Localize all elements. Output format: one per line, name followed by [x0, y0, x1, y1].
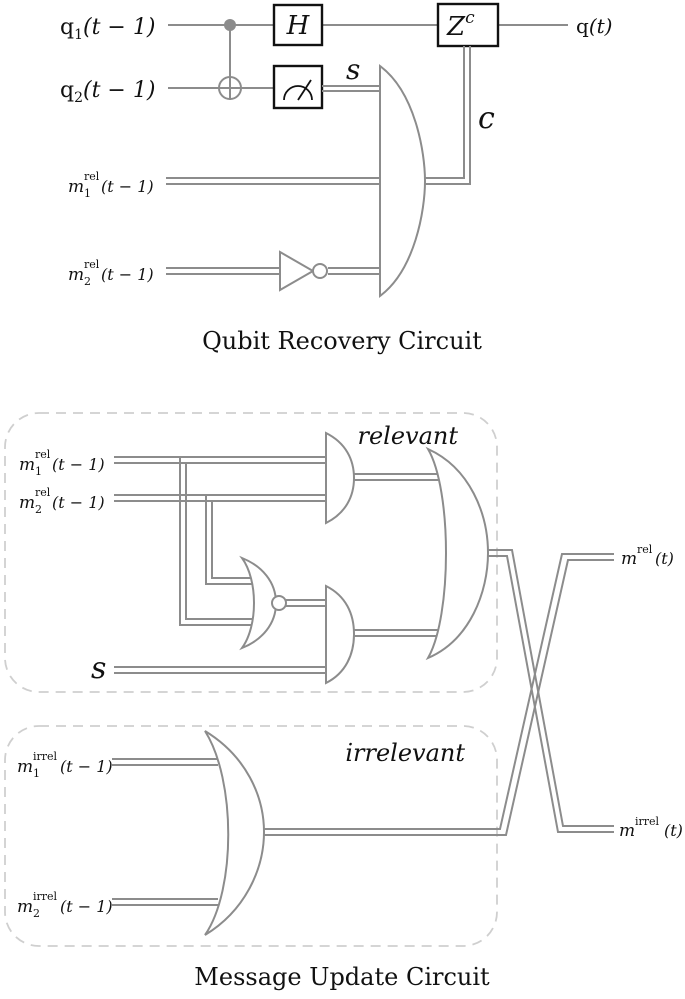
- c-wire-b: [425, 46, 471, 185]
- meter-needle-icon: [297, 79, 312, 101]
- m1rel-sup: rel: [35, 448, 51, 461]
- cnot-target: [218, 76, 242, 100]
- and-gate-bottom: [325, 584, 356, 685]
- m1irrel-base: m: [17, 757, 33, 777]
- m2irrel-base: m: [17, 897, 33, 917]
- m2irrel-input-label: m irrel 2 (t − 1): [17, 890, 113, 920]
- m1rel-sub: 1: [35, 465, 42, 478]
- m1-arg: (t − 1): [101, 177, 154, 196]
- mrel-sup: rel: [637, 543, 653, 556]
- hadamard-gate: [272, 3, 324, 47]
- m1irrel-sup: irrel: [33, 750, 58, 763]
- qubit-recovery-circuit: H Zc s c q1(t − 1) q2(t − 1) m: [60, 2, 612, 355]
- m2rel-sub: 2: [35, 503, 42, 516]
- qubit-recovery-caption: Qubit Recovery Circuit: [202, 327, 482, 355]
- m1rel-branch-b: [185, 463, 252, 620]
- m1rel-branch-a: [179, 457, 252, 626]
- m2irrel-arg: (t − 1): [60, 897, 113, 916]
- m2-sup: rel: [84, 258, 100, 271]
- q2-input-label: q2(t − 1): [60, 78, 155, 106]
- measurement-gate: [272, 64, 324, 110]
- m1-input-label: m rel 1 (t − 1): [68, 170, 154, 200]
- nor-gate: [239, 555, 278, 651]
- mrel-output-label: m rel (t): [621, 543, 674, 569]
- m2-base: m: [68, 265, 84, 285]
- z-gate-label: Zc: [446, 8, 475, 42]
- m1-sub: 1: [84, 187, 91, 200]
- m2rel-arg: (t − 1): [52, 493, 105, 512]
- irrel-to-rel-out-a: [264, 553, 614, 830]
- m2rel-branch-a: [205, 495, 252, 585]
- c-label: c: [478, 101, 495, 136]
- m1rel-base: m: [19, 455, 35, 475]
- s-input-label: s: [91, 651, 106, 686]
- meter-icon: [283, 85, 313, 101]
- m2irrel-sub: 2: [33, 907, 40, 920]
- mrel-base: m: [621, 549, 637, 569]
- relevant-group-box: [4, 412, 498, 693]
- mirrel-base: m: [619, 821, 635, 841]
- m1rel-input-label: m rel 1 (t − 1): [19, 448, 105, 478]
- m2rel-base: m: [19, 493, 35, 513]
- q-output-label: q(t): [576, 14, 612, 38]
- or-gate-irrelevant: [204, 730, 266, 936]
- message-update-circuit: relevant irrelevant: [4, 412, 683, 991]
- m2-arg: (t − 1): [101, 265, 154, 284]
- mirrel-output-label: m irrel (t): [619, 815, 683, 841]
- m1irrel-arg: (t − 1): [60, 757, 113, 776]
- m1irrel-input-label: m irrel 1 (t − 1): [17, 750, 113, 780]
- not-bubble: [312, 263, 328, 279]
- m2rel-input-label: m rel 2 (t − 1): [19, 486, 105, 516]
- nor-bubble: [271, 595, 287, 611]
- s-label: s: [346, 53, 360, 86]
- m1rel-arg: (t − 1): [52, 455, 105, 474]
- not-gate: [279, 250, 316, 292]
- rel-to-irrel-out-b: [488, 555, 614, 833]
- m2-sub: 2: [84, 275, 91, 288]
- m2irrel-sup: irrel: [33, 890, 58, 903]
- and-gate-top: [325, 431, 356, 525]
- cnot-control-dot: [224, 19, 236, 31]
- mirrel-sup: irrel: [635, 815, 660, 828]
- irrel-to-rel-out-b: [264, 559, 614, 836]
- hadamard-label: H: [286, 11, 311, 41]
- irrelevant-group-label: irrelevant: [345, 739, 465, 767]
- message-update-caption: Message Update Circuit: [194, 963, 490, 991]
- m1-base: m: [68, 177, 84, 197]
- m2rel-sup: rel: [35, 486, 51, 499]
- c-wire-a: [425, 46, 465, 179]
- and-gate: [379, 64, 427, 298]
- m1-sup: rel: [84, 170, 100, 183]
- mirrel-arg: (t): [664, 821, 683, 840]
- z-gate: [436, 2, 500, 48]
- or-gate-relevant: [425, 446, 490, 661]
- rel-to-irrel-out-a: [488, 549, 614, 827]
- relevant-group-label: relevant: [357, 422, 458, 450]
- mrel-arg: (t): [655, 549, 674, 568]
- m1irrel-sub: 1: [33, 767, 40, 780]
- m2rel-branch-b: [211, 501, 252, 579]
- m2-input-label: m rel 2 (t − 1): [68, 258, 154, 288]
- q1-input-label: q1(t − 1): [60, 15, 155, 43]
